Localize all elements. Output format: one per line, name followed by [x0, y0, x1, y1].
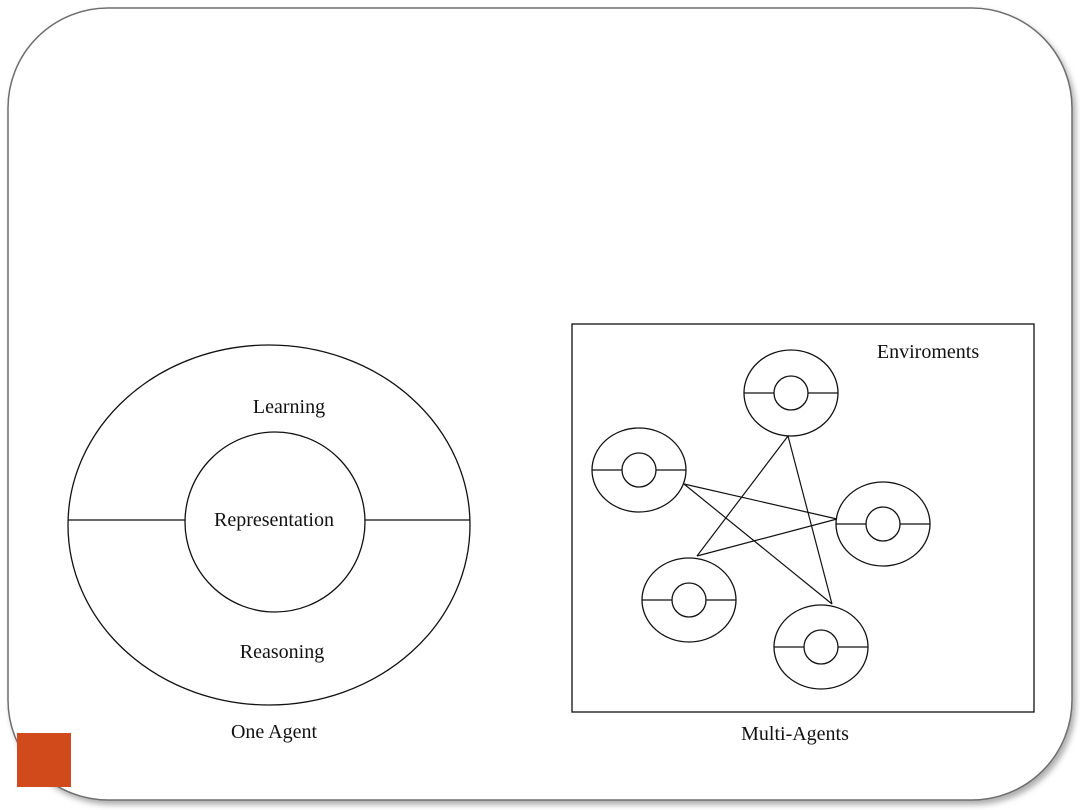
one-agent-caption: One Agent: [231, 721, 318, 743]
connection-agent-left-to-agent-right: [683, 483, 838, 520]
connection-agent-left-to-agent-bottom-right: [683, 483, 833, 605]
multi-agents-caption: Multi-Agents: [741, 723, 849, 745]
connection-agent-right-to-agent-bottom-left: [696, 518, 838, 557]
connection-agent-top-to-agent-bottom-right: [787, 435, 833, 605]
agent-bottom-right: [773, 604, 869, 690]
agent-right: [835, 481, 931, 567]
reasoning-label: Reasoning: [240, 641, 324, 663]
agent-bottom-left: [641, 557, 737, 643]
representation-label: Representation: [214, 509, 334, 531]
learning-label: Learning: [253, 396, 325, 418]
environment-label: Enviroments: [877, 341, 979, 363]
one-agent-diagram: [67, 344, 471, 706]
outer-ring: [67, 344, 471, 706]
accent-square: [17, 733, 71, 787]
agent-connections: [683, 435, 838, 605]
inner-circle: [184, 431, 366, 613]
slide-frame: [7, 7, 1073, 801]
connection-agent-top-to-agent-bottom-left: [696, 435, 789, 557]
environment-box: [571, 323, 1035, 713]
agent-top: [743, 349, 839, 437]
agent-left: [591, 427, 687, 513]
agents-group: [591, 349, 931, 690]
